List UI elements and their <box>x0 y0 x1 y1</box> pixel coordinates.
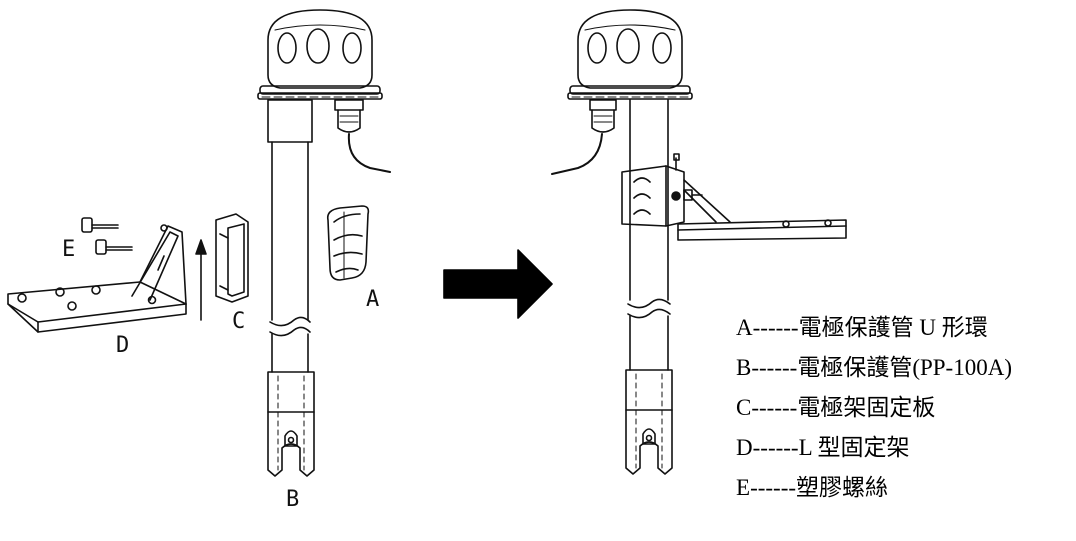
mounted-l-bracket <box>677 179 847 241</box>
right-electrode-assembly <box>551 9 847 475</box>
part-d-l-bracket <box>7 224 187 333</box>
part-c-plate <box>215 213 249 303</box>
legend-item-b: B------電極保護管(PP-100A) <box>736 355 1012 380</box>
label-b: B <box>286 487 299 512</box>
part-a-u-ring <box>326 205 370 281</box>
sensor-cap-right <box>567 9 693 100</box>
part-e-screws <box>81 217 133 255</box>
cable-gland-left <box>334 99 391 173</box>
electrode-tube-b-left <box>267 99 315 477</box>
assembly-up-arrow <box>195 239 207 321</box>
electrode-tube-b-right <box>625 99 673 475</box>
legend-item-c: C------電極架固定板 <box>736 395 936 420</box>
sensor-cap-left <box>257 9 383 100</box>
mounted-clamp-and-plate <box>621 153 703 227</box>
label-a: A <box>366 287 379 312</box>
label-d: D <box>116 333 129 358</box>
label-e: E <box>62 237 75 262</box>
cable-gland-right <box>551 99 617 175</box>
legend-item-e: E------塑膠螺絲 <box>736 475 889 500</box>
left-electrode-assembly <box>7 9 391 477</box>
direction-arrow <box>443 249 553 319</box>
legend-item-a: A------電極保護管 U 形環 <box>736 315 988 340</box>
label-c: C <box>232 309 245 334</box>
parts-legend: A------電極保護管 U 形環 B------電極保護管(PP-100A) … <box>736 308 1012 508</box>
legend-item-d: D------L 型固定架 <box>736 435 910 460</box>
